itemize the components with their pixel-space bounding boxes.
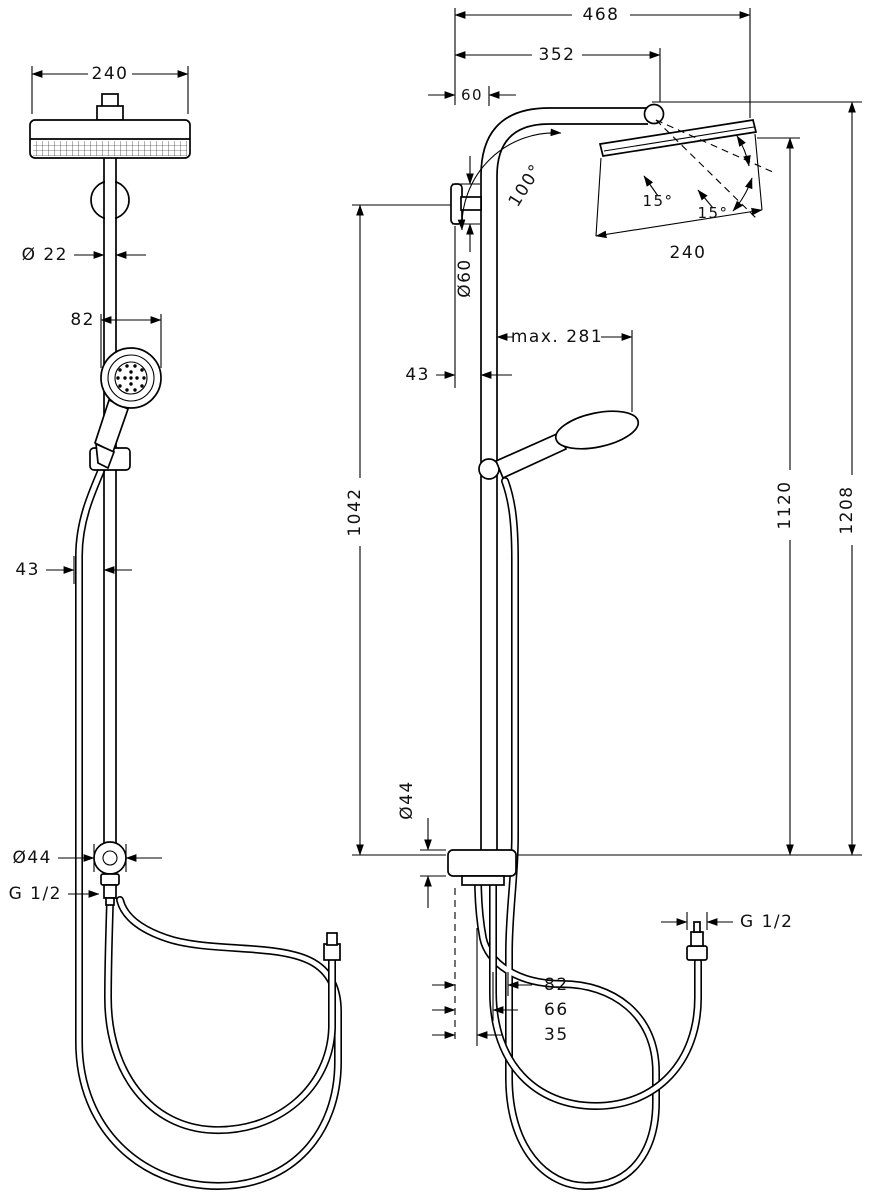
front-connector — [93, 841, 127, 875]
front-holder-offset-label: 43 — [15, 560, 40, 580]
side-flange-diameter-label: Ø60 — [455, 258, 475, 298]
front-handshower — [93, 347, 162, 470]
side-head-width-label: 240 — [670, 243, 707, 263]
side-hose-offset-mid-label: 66 — [544, 1000, 569, 1020]
side-tilt-right-label: 15° — [697, 204, 728, 222]
label-backgrounds — [88, 6, 630, 346]
dimension-lines — [31, 8, 862, 1046]
side-supply-thread-label: G 1/2 — [740, 912, 793, 932]
side-hose-fitting-nut — [686, 945, 708, 961]
front-handshower-nozzles — [116, 364, 146, 392]
side-handshower-handle — [494, 431, 568, 480]
front-handshower-cone — [95, 442, 116, 470]
side-arm-depth-label: 352 — [539, 45, 576, 65]
side-arm-angle-label: 100° — [505, 160, 547, 210]
hoses — [75, 460, 702, 1191]
side-pipe-offset-label: 60 — [461, 86, 483, 104]
side-total-depth-label: 468 — [583, 5, 620, 25]
side-view — [447, 8, 776, 1044]
front-thread-label: G 1/2 — [9, 884, 62, 904]
front-thread-nut — [100, 873, 120, 886]
front-thread-nipple — [103, 884, 117, 899]
side-max-reach-label: max. 281 — [511, 327, 603, 347]
side-wall-offset-label: 43 — [405, 365, 430, 385]
front-view — [29, 93, 341, 961]
side-connector-step — [461, 875, 505, 886]
front-connector-diameter-label: Ø44 — [12, 848, 52, 868]
tilt-ray-upper — [655, 119, 776, 174]
side-ball-joint — [643, 103, 665, 125]
side-pipe-height-label: 1042 — [345, 487, 365, 536]
parts — [29, 8, 776, 1044]
front-handshower-hose — [75, 460, 342, 1191]
side-connector — [447, 849, 517, 877]
front-head-collar — [96, 105, 124, 121]
side-handshower-hose — [474, 477, 660, 1191]
front-handshower-width-label: 82 — [70, 310, 95, 330]
front-head-width-label: 240 — [92, 64, 129, 84]
side-hose-offset-outer-label: 82 — [544, 975, 569, 995]
side-connector-diameter-label: Ø44 — [397, 780, 417, 820]
front-spray-face — [33, 141, 187, 156]
side-head-height-label: 1120 — [775, 480, 795, 529]
front-pipe-diameter-label: Ø 22 — [22, 245, 68, 265]
side-total-height-label: 1208 — [837, 485, 857, 534]
side-tilt-left-label: 15° — [642, 192, 673, 210]
side-overhead-shower — [598, 119, 758, 157]
side-hose-fitting-nipple — [690, 931, 704, 947]
side-hose-offset-inner-label: 35 — [544, 1025, 569, 1045]
front-hose-fitting — [323, 943, 341, 961]
dimension-labels: 240 Ø 22 82 43 Ø44 G 1/2 468 352 60 100°… — [9, 5, 857, 1045]
side-handshower-head — [554, 410, 640, 450]
